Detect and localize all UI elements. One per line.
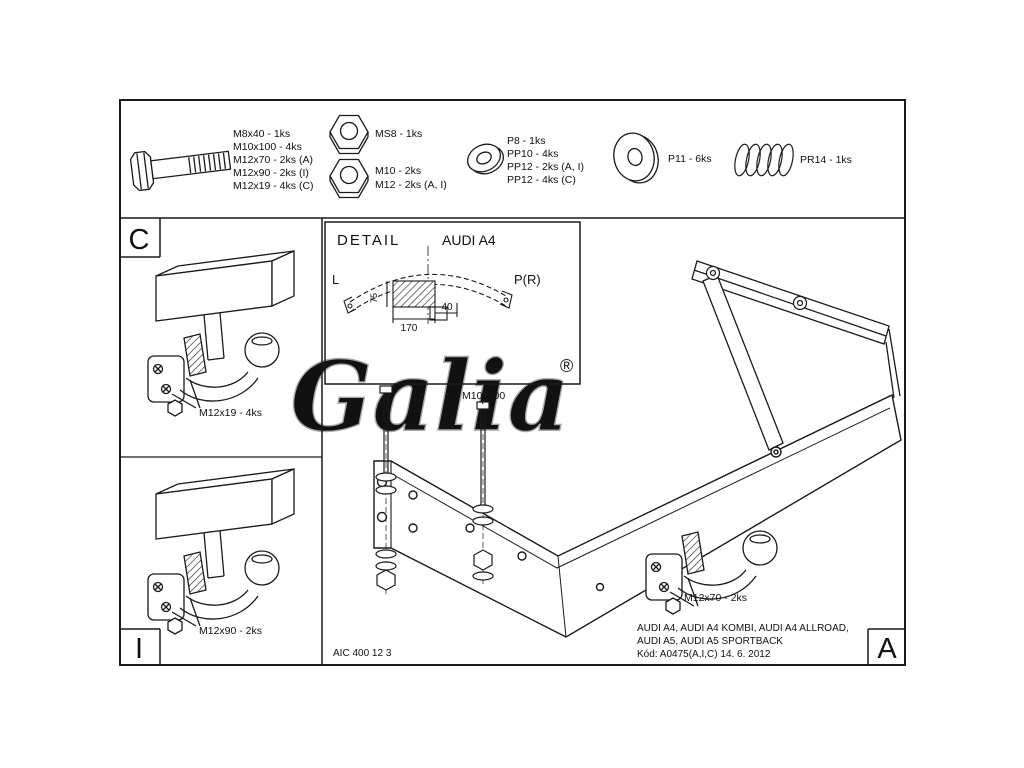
detail-box: DETAIL AUDI A4 L P(R) 170 40 75: [324, 221, 581, 385]
nut-m10-m12-drawing: [329, 158, 369, 199]
bolt-label: M10x100 - 4ks: [233, 141, 302, 153]
washer-labels: P8 - 1ks PP10 - 4ks PP12 - 2ks (A, I) PP…: [507, 135, 584, 186]
variant-letter-i: I: [135, 633, 143, 665]
spring-label: PR14 - 1ks: [800, 154, 852, 166]
vehicle-list-line1: AUDI A4, AUDI A4 KOMBI, AUDI A4 ALLROAD,: [637, 623, 849, 634]
callout-m12x19: M12x19 - 4ks: [199, 407, 262, 419]
dim-170: 170: [401, 323, 418, 334]
variant-c-assembly: M12x19 - 4ks: [147, 250, 295, 419]
spring-drawing: [734, 143, 794, 177]
variant-i-assembly: M12x90 - 2ks: [147, 468, 295, 637]
vertical-bolt-left: [375, 385, 397, 595]
washer-label: PP12 - 4ks (C): [507, 174, 576, 186]
registered-trademark-icon: ®: [560, 356, 573, 376]
nut-m8-label: MS8 - 1ks: [375, 128, 422, 140]
drawing-code-date: Kód: A0475(A,I,C) 14. 6. 2012: [637, 649, 771, 660]
side-member-bolts: [705, 265, 808, 311]
vertical-bolt-center: [472, 398, 494, 585]
galia-watermark: Galia ®: [290, 339, 574, 453]
big-washer-drawing: [613, 132, 659, 184]
towball-variant-a: M12x70 - 2ks: [645, 530, 778, 615]
drawing-number: AIC 400 12 3: [333, 648, 392, 659]
detail-right-mark: P(R): [514, 272, 541, 287]
callout-m12x70: M12x70 - 2ks: [684, 592, 747, 604]
crossbeam: [373, 393, 902, 638]
washer-label: P8 - 1ks: [507, 135, 546, 147]
vehicle-list-line2: AUDI A5, AUDI A5 SPORTBACK: [637, 636, 783, 647]
title-block: AIC 400 12 3 AUDI A4, AUDI A4 KOMBI, AUD…: [333, 623, 849, 660]
nut-m12-label: M12 - 2ks (A, I): [375, 179, 447, 191]
washer-label: PP12 - 2ks (A, I): [507, 161, 584, 173]
detail-title: DETAIL: [337, 232, 400, 249]
variant-letter-c: C: [129, 224, 150, 256]
bolt-label: M12x70 - 2ks (A): [233, 154, 313, 166]
nut-m10-label: M10 - 2ks: [375, 165, 421, 177]
watermark-text: Galia: [290, 340, 569, 453]
bolt-label: M12x19 - 4ks (C): [233, 180, 314, 192]
bolt-label: M8x40 - 1ks: [233, 128, 290, 140]
main-towbar-drawing: M10x100 M12x70 - 2ks: [373, 260, 902, 638]
washer-label: PP10 - 4ks: [507, 148, 558, 160]
dim-40: 40: [441, 302, 453, 313]
bumper-section-drawing: [343, 246, 513, 324]
dim-75: 75: [369, 293, 379, 303]
bolt-drawing: [129, 150, 232, 192]
big-washer-label: P11 - 6ks: [668, 153, 712, 165]
nut-m8-drawing: [329, 114, 369, 155]
detail-vehicle: AUDI A4: [442, 232, 496, 248]
bolt-label: M12x90 - 2ks (I): [233, 167, 309, 179]
detail-left-mark: L: [332, 272, 339, 287]
drawing-frame: [119, 99, 906, 666]
variant-letter-a: A: [877, 633, 897, 665]
parts-list-row: M8x40 - 1ks M10x100 - 4ks M12x70 - 2ks (…: [129, 114, 852, 199]
washer-drawing: [466, 143, 505, 175]
callout-m12x90: M12x90 - 2ks: [199, 625, 262, 637]
callout-m10x100: M10x100: [462, 390, 505, 402]
bolt-labels: M8x40 - 1ks M10x100 - 4ks M12x70 - 2ks (…: [233, 128, 314, 192]
